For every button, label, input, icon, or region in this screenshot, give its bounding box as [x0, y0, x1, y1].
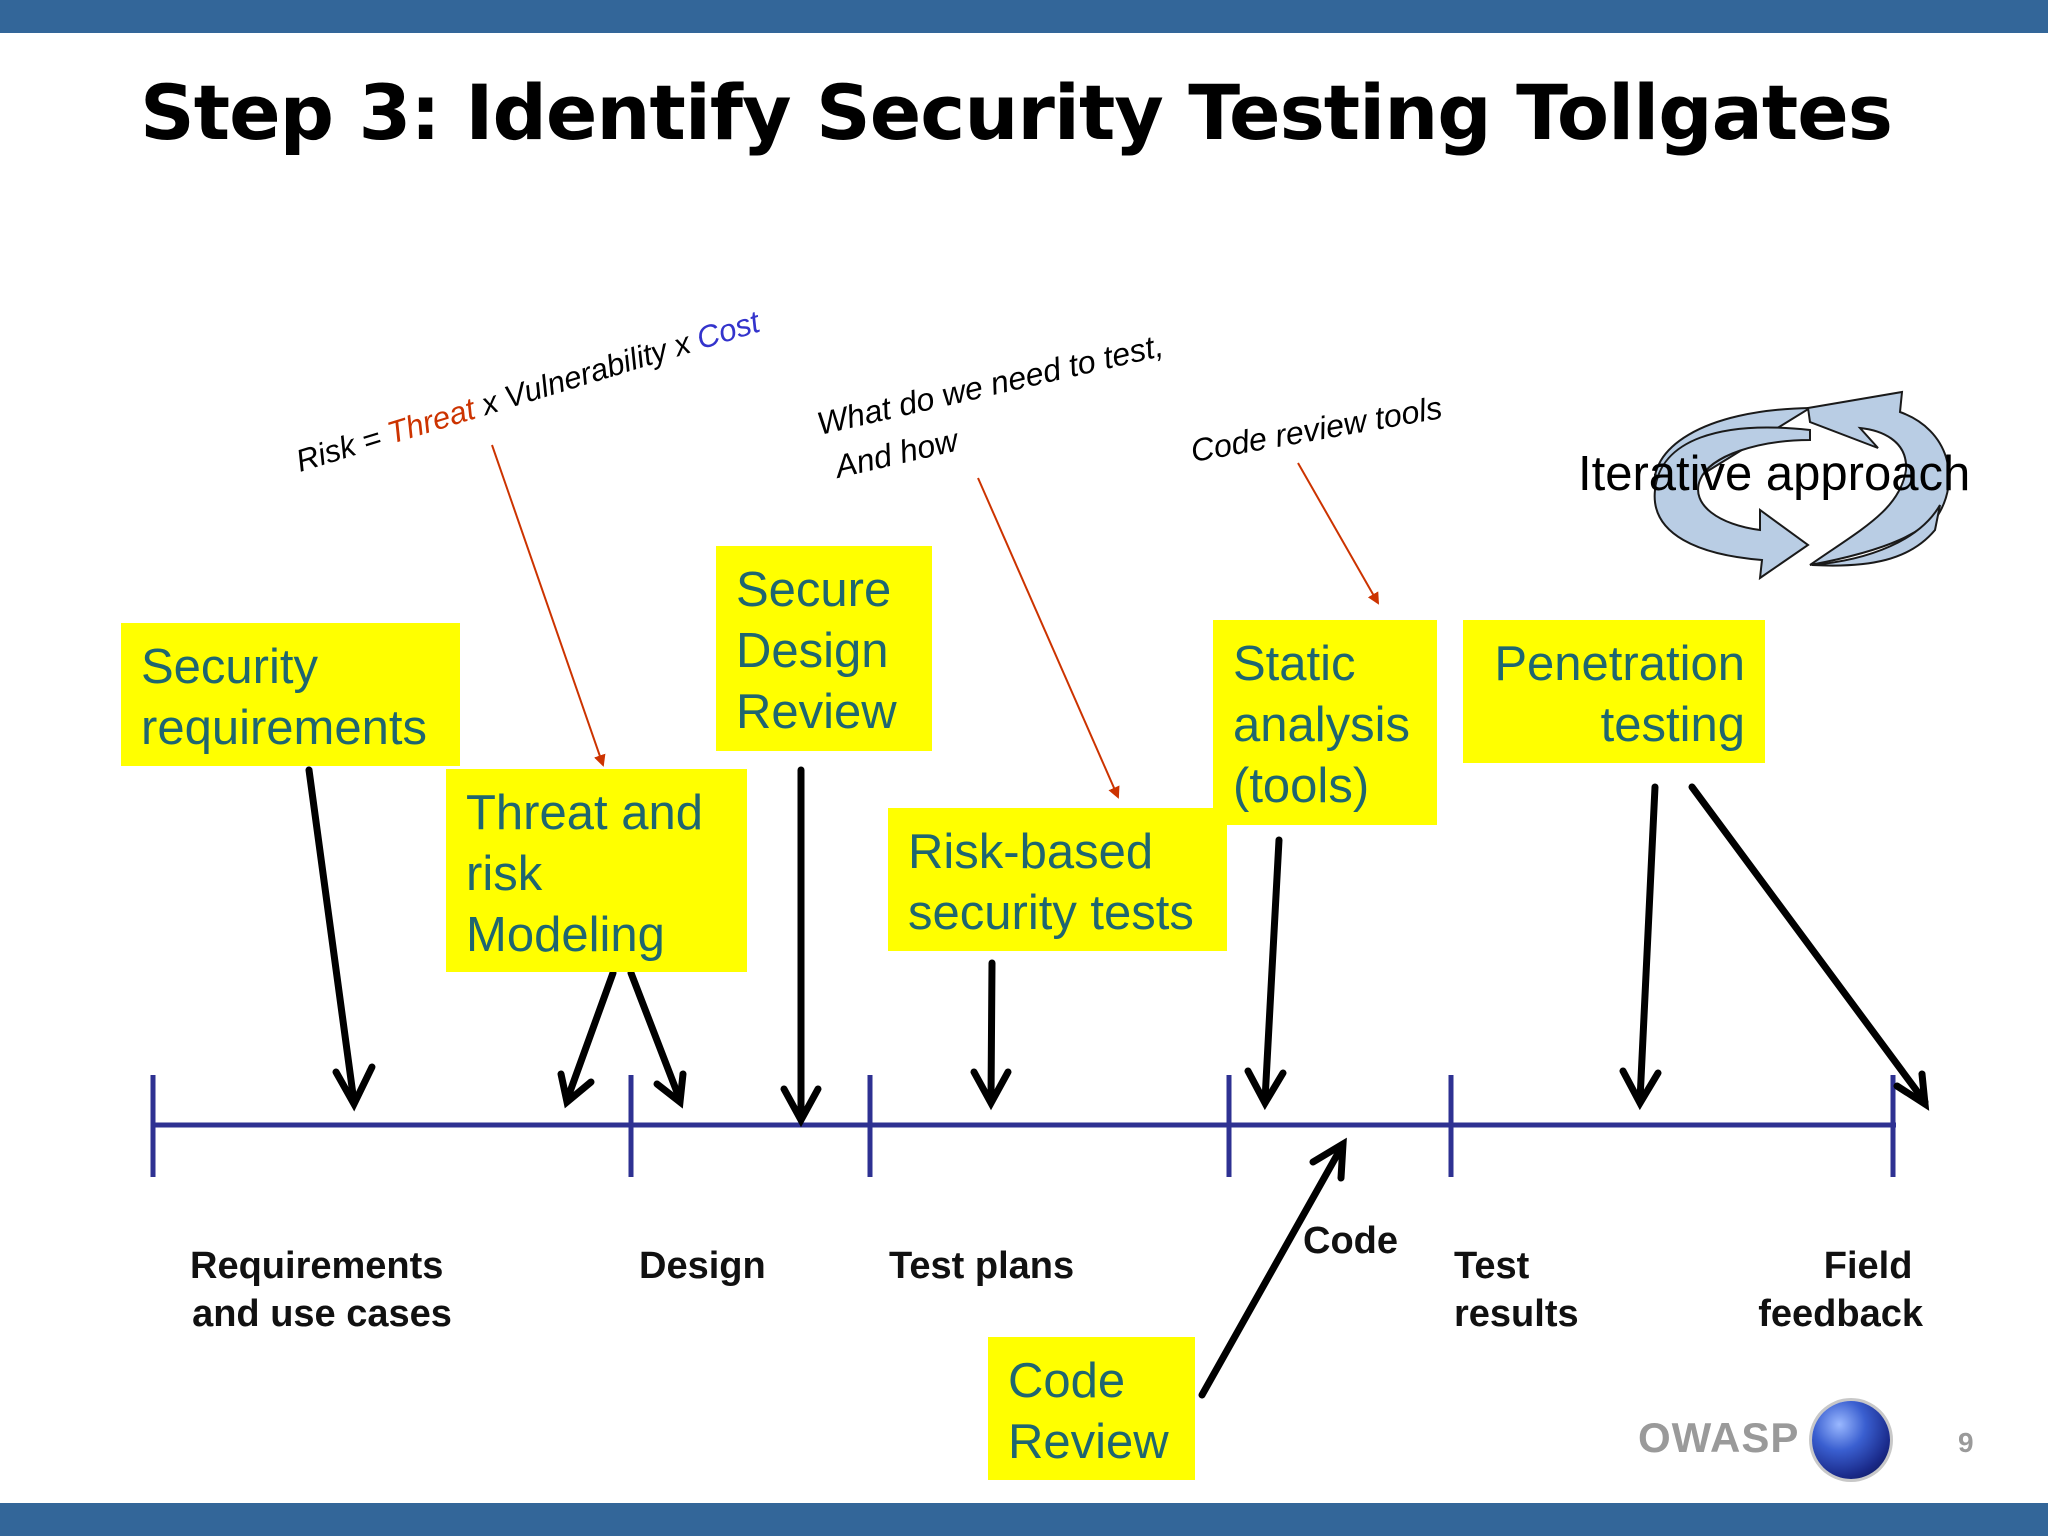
iterative-cycle-icon	[1653, 390, 1950, 581]
sticky-static-analysis: Static analysis (tools)	[1213, 620, 1437, 825]
timeline	[150, 1075, 1896, 1177]
arrow-threat-modeling-left	[557, 969, 617, 1109]
sticky-penetration-testing: Penetration testing	[1463, 620, 1765, 763]
iterative-approach-label: Iterative approach	[1578, 447, 1970, 501]
top-banner	[0, 0, 2048, 33]
code-review-tools-note: Code review tools	[1188, 389, 1445, 469]
phase-test-results: Test results	[1454, 1245, 1579, 1335]
risk-annotation-arrow	[491, 444, 606, 767]
phase-field-feedback: Field feedback	[1758, 1245, 1924, 1335]
sticky-secure-design-review: Secure Design Review	[716, 546, 932, 751]
arrow-threat-modeling-right	[627, 969, 687, 1109]
owasp-logo-icon	[1812, 1401, 1890, 1479]
phase-code: Code	[1303, 1220, 1398, 1262]
arrow-penetration-testing-right	[1688, 783, 1930, 1111]
arrow-secure-design-review	[780, 766, 822, 1128]
page-number: 9	[1958, 1427, 1974, 1458]
phase-test-plans: Test plans	[889, 1245, 1074, 1287]
owasp-brand: OWASP	[1638, 1414, 1800, 1461]
phase-design: Design	[639, 1245, 766, 1287]
what-to-test-note: What do we need to test, And how	[813, 325, 1185, 487]
sticky-threat-risk-modeling: Threat and risk Modeling	[446, 769, 747, 972]
arrow-risk-based-tests	[970, 959, 1012, 1111]
phase-requirements: Requirements and use cases	[190, 1245, 454, 1335]
sticky-risk-based-security-tests: Risk-based security tests	[888, 808, 1227, 951]
arrow-static-analysis	[1244, 836, 1287, 1111]
slide-title: Step 3: Identify Security Testing Tollga…	[140, 68, 1893, 157]
arrow-penetration-testing-left	[1619, 783, 1662, 1111]
what-annotation-arrow	[977, 477, 1120, 799]
sticky-security-requirements: Security requirements	[121, 623, 460, 766]
arrow-code-review	[1198, 1137, 1347, 1399]
sticky-code-review: Code Review	[988, 1337, 1195, 1480]
tools-annotation-arrow	[1297, 462, 1379, 605]
arrow-security-requirements	[305, 766, 376, 1112]
risk-formula: Risk = Threat x Vulnerability x Cost	[292, 304, 765, 479]
bottom-banner	[0, 1503, 2048, 1536]
